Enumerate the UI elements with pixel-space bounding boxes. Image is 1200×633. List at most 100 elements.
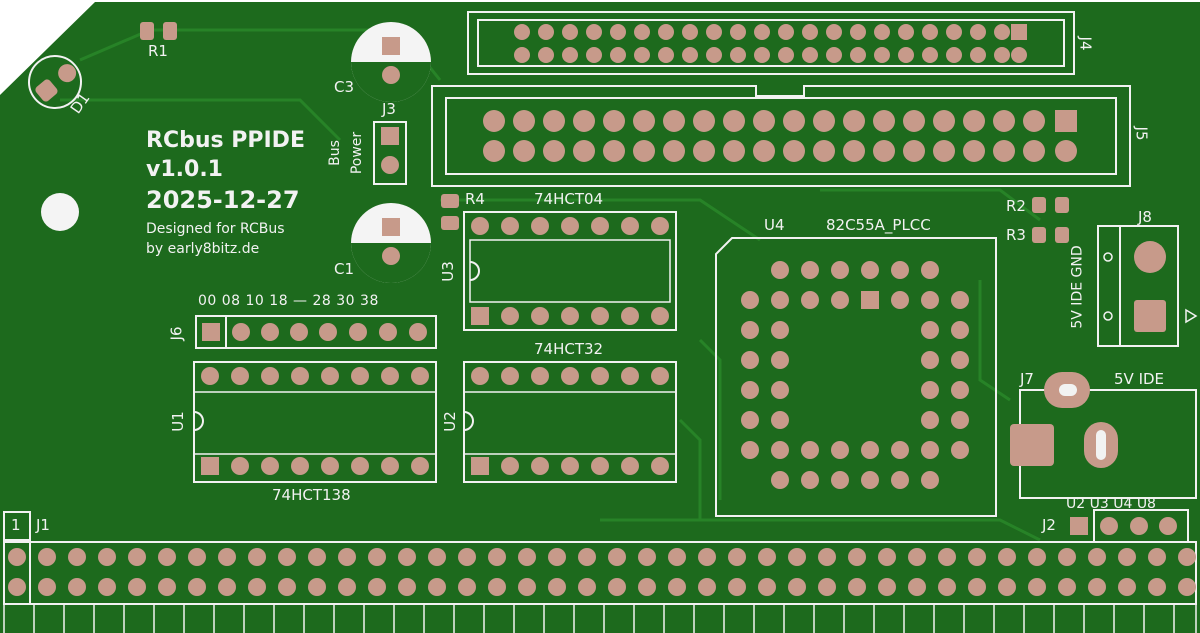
j1-pin xyxy=(308,548,326,566)
r2-pad-1 xyxy=(1032,197,1046,213)
j8-pad-2 xyxy=(1134,300,1166,332)
j1-pin xyxy=(938,578,956,596)
j5-pins xyxy=(483,110,1077,162)
j1-pin xyxy=(458,578,476,596)
j1-pin xyxy=(1028,578,1046,596)
j1-pin xyxy=(968,578,986,596)
ref-j4: J4 xyxy=(1076,36,1095,51)
edge-fingers xyxy=(3,604,1197,633)
j2-pins xyxy=(1070,517,1177,535)
j1-pin xyxy=(368,548,386,566)
j1-pin xyxy=(668,548,686,566)
credit-line-2: by early8bitz.de xyxy=(146,241,260,257)
ref-j2: J2 xyxy=(1042,516,1056,534)
j1-pin xyxy=(308,578,326,596)
j1-pin xyxy=(98,578,116,596)
j1-pin xyxy=(1088,548,1106,566)
j1-pin xyxy=(1088,578,1106,596)
ref-u1: U1 xyxy=(168,411,187,432)
j1-pin xyxy=(398,578,416,596)
j1-pin xyxy=(8,578,26,596)
bus-power-label-2: Power xyxy=(349,131,366,175)
j1-pin xyxy=(788,578,806,596)
r4-pad-1 xyxy=(441,194,459,208)
j1-pin xyxy=(1118,578,1136,596)
j1-pin xyxy=(848,548,866,566)
j1-pin xyxy=(698,578,716,596)
r1-pad-2 xyxy=(163,22,177,40)
j1-pin xyxy=(548,548,566,566)
u1-part-label: 74HCT138 xyxy=(272,486,351,504)
j8-outline xyxy=(1097,225,1179,347)
j1-pin xyxy=(38,578,56,596)
j7-label: 5V IDE xyxy=(1114,370,1165,388)
j6-outline xyxy=(195,315,437,349)
ref-u3: U3 xyxy=(438,261,457,282)
j1-pin xyxy=(758,548,776,566)
ref-j7: J7 xyxy=(1020,370,1034,388)
j1-pin xyxy=(188,578,206,596)
ref-c3: C3 xyxy=(334,78,355,96)
j1-pin xyxy=(98,548,116,566)
j1-pin xyxy=(1028,548,1046,566)
u4-pins xyxy=(741,261,969,489)
ref-c1: C1 xyxy=(334,260,355,278)
j1-pin xyxy=(218,548,236,566)
j4-pins xyxy=(514,24,1027,63)
j1-pin xyxy=(428,548,446,566)
j1-pin xyxy=(1058,548,1076,566)
j1-pin xyxy=(578,548,596,566)
j1-pin xyxy=(398,548,416,566)
credit-line-1: Designed for RCBus xyxy=(146,221,285,237)
j1-pin xyxy=(998,548,1016,566)
r2-pad-2 xyxy=(1055,197,1069,213)
j1-pin xyxy=(608,548,626,566)
j1-pin xyxy=(188,548,206,566)
j1-pin xyxy=(1118,548,1136,566)
r3-pad-2 xyxy=(1055,227,1069,243)
board-version: v1.0.1 xyxy=(146,157,223,182)
j1-pin xyxy=(818,548,836,566)
j1-pin xyxy=(848,578,866,596)
j1-pin xyxy=(908,548,926,566)
j1-pin xyxy=(1178,578,1196,596)
j1-pin xyxy=(878,578,896,596)
ref-r4: R4 xyxy=(465,190,485,208)
r1-pad-1 xyxy=(140,22,154,40)
j1-pin xyxy=(158,548,176,566)
ref-r2: R2 xyxy=(1006,197,1026,215)
j1-pin xyxy=(338,578,356,596)
j1-pin xyxy=(938,548,956,566)
ref-j5: J5 xyxy=(1132,126,1151,141)
j1-pin xyxy=(38,548,56,566)
ref-u2: U2 xyxy=(440,411,459,432)
j1-pin xyxy=(278,548,296,566)
u4-outline xyxy=(715,237,997,517)
ref-j6: J6 xyxy=(167,326,186,341)
j1-pin xyxy=(428,578,446,596)
j1-pin xyxy=(68,578,86,596)
ref-u4: U4 xyxy=(764,216,785,234)
r3-pad-1 xyxy=(1032,227,1046,243)
j1-pin xyxy=(668,578,686,596)
j8-pin-label: 5V IDE GND xyxy=(1069,245,1086,329)
j1-pin xyxy=(788,548,806,566)
j1-pin xyxy=(608,578,626,596)
j1-pin xyxy=(548,578,566,596)
j8-pad-1 xyxy=(1134,241,1166,273)
u1-pins xyxy=(201,367,429,475)
j1-pin xyxy=(248,578,266,596)
j1-pin xyxy=(248,548,266,566)
j1-pin xyxy=(1178,548,1196,566)
ref-j8: J8 xyxy=(1138,208,1152,226)
j1-pin xyxy=(638,548,656,566)
j6-address-labels: 00 08 10 18 — 28 30 38 xyxy=(198,293,379,309)
r4-pad-2 xyxy=(441,216,459,230)
mounting-hole xyxy=(41,193,79,231)
j5-outline xyxy=(431,85,1131,187)
bus-power-label-1: Bus xyxy=(326,140,343,166)
j3-outline xyxy=(373,121,407,185)
j1-pin xyxy=(878,548,896,566)
j1-pin xyxy=(68,548,86,566)
